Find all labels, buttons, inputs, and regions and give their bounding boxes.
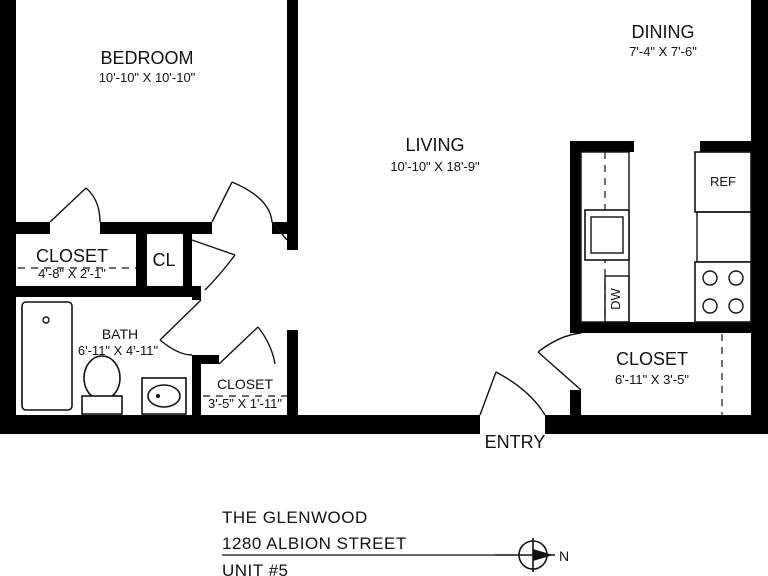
toilet-tank <box>81 395 123 415</box>
wall-right <box>751 0 768 434</box>
building-name: THE GLENWOOD <box>222 508 368 527</box>
wall-bath-top-stub <box>192 286 201 300</box>
wall-closet-bottom <box>0 286 192 297</box>
building-address: 1280 ALBION STREET <box>222 534 407 553</box>
closet1-dims: 4'-8" X 2'-1" <box>38 266 106 281</box>
bath-sink-bowl <box>147 384 181 408</box>
dining-dims: 7'-4" X 7'-6" <box>629 44 697 59</box>
kitchen-sink-basin <box>590 216 624 254</box>
tub-drain <box>42 316 50 324</box>
door-swing <box>218 326 276 365</box>
wall-bedroom-right <box>287 0 298 250</box>
door-swing <box>159 299 202 356</box>
wall-closet-divider <box>136 234 147 292</box>
unit-number: UNIT #5 <box>222 561 289 576</box>
door-swing <box>211 181 273 223</box>
dining-label: DINING <box>632 22 695 42</box>
living-dims: 10'-10" X 18'-9" <box>390 159 480 174</box>
wall-bath-right <box>192 355 201 425</box>
door-swing <box>49 187 101 223</box>
wall-kitchen-top <box>570 141 634 152</box>
cl-label: CL <box>152 250 175 270</box>
sink-drain <box>156 394 160 398</box>
burner <box>702 270 718 286</box>
door-swing <box>479 371 546 416</box>
dishwasher <box>604 275 630 323</box>
living-label: LIVING <box>405 135 464 155</box>
closet1-label: CLOSET <box>36 246 108 266</box>
wall-closet3-stub <box>570 390 581 420</box>
wall-bottom-right <box>545 415 768 434</box>
entry-label: ENTRY <box>485 432 546 452</box>
bath-dims: 6'-11" X 4'-11" <box>78 343 159 358</box>
wall-kitchen-bottom <box>570 322 768 333</box>
wall-bedroom-bottom-b <box>100 222 212 234</box>
stove <box>694 261 752 323</box>
burner <box>702 298 718 314</box>
north-label: N <box>559 548 569 564</box>
wall-small-closet-right <box>287 330 298 425</box>
wall-bedroom-bottom-c <box>272 222 298 234</box>
wall-bedroom-bottom-a <box>0 222 50 234</box>
walls <box>0 0 768 434</box>
door-leaf <box>271 221 288 241</box>
wall-left <box>0 0 16 434</box>
dw-label: DW <box>608 287 623 309</box>
north-arrow-icon: N <box>495 538 569 572</box>
wall-cl-right <box>183 234 192 292</box>
closet2-dims: 3'-5" X 1'-11" <box>208 396 282 411</box>
burner <box>728 298 744 314</box>
closet2-label: CLOSET <box>217 376 273 392</box>
wall-kitchen-left <box>570 141 581 331</box>
room-labels: BEDROOM 10'-10" X 10'-10" LIVING 10'-10"… <box>36 22 736 452</box>
closet3-dims: 6'-11" X 3'-5" <box>615 372 689 387</box>
wall-kitchen-top-right <box>700 141 768 152</box>
door-swing <box>191 239 236 291</box>
kitchen-sink <box>584 209 630 261</box>
ref-label: REF <box>710 174 736 189</box>
toilet-bowl <box>83 355 121 401</box>
refrigerator <box>694 151 752 213</box>
title-block: THE GLENWOOD 1280 ALBION STREET UNIT #5 … <box>222 508 569 576</box>
door-swing <box>537 332 582 391</box>
bedroom-label: BEDROOM <box>100 48 193 68</box>
wall-bottom-left <box>0 415 480 434</box>
wall-small-closet-top <box>201 355 219 364</box>
kitchen-cabinet <box>696 211 752 263</box>
fixtures <box>18 151 752 415</box>
doors <box>49 181 582 416</box>
closet3-label: CLOSET <box>616 349 688 369</box>
bath-label: BATH <box>102 326 138 342</box>
bathtub <box>21 301 73 411</box>
bedroom-dims: 10'-10" X 10'-10" <box>99 70 196 85</box>
burner <box>728 270 744 286</box>
